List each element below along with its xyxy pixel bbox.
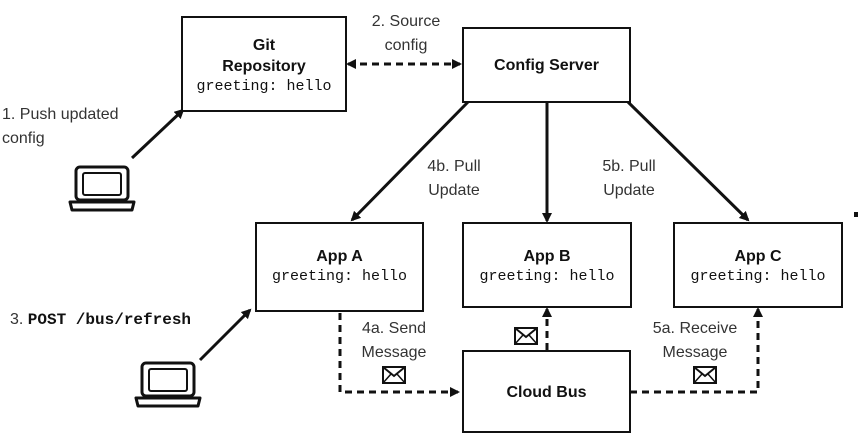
git-repository-code: greeting: hello: [196, 78, 332, 95]
step3-label-code: POST /bus/refresh: [27, 311, 192, 329]
envelope-icon: [514, 327, 538, 345]
step5b-label-line2: Update: [603, 182, 655, 199]
cloud-bus-box: Cloud Bus: [462, 350, 631, 433]
app-b-title: App B: [523, 248, 571, 265]
step5b-label: 5b. Pull Update: [583, 155, 675, 203]
app-b-code: greeting: hello: [479, 268, 615, 285]
step5a-label-line2: Message: [662, 344, 728, 361]
arrow-send-message: [338, 313, 460, 397]
step4b-label-line1: 4b. Pull: [427, 158, 481, 175]
arrow-post-refresh: [198, 308, 252, 362]
arrow-pull-update-app-a: [350, 100, 470, 222]
laptop-icon: [68, 165, 136, 212]
app-c-code: greeting: hello: [690, 268, 826, 285]
step4b-label-line2: Update: [428, 182, 480, 199]
edge-mark: [854, 212, 858, 217]
app-a-title: App A: [316, 248, 363, 265]
step3-label-prefix: 3.: [10, 311, 28, 328]
step5a-label: 5a. Receive Message: [635, 317, 755, 365]
step1-label-line2: config: [2, 130, 45, 147]
step5b-label-line1: 5b. Pull: [602, 158, 656, 175]
arrow-receive-message: [630, 307, 763, 394]
step4b-label: 4b. Pull Update: [408, 155, 500, 203]
git-repository-title-line2: Repository: [222, 58, 306, 75]
step4a-label: 4a. Send Message: [344, 317, 444, 365]
arrow-pull-update-app-c: [626, 100, 750, 222]
step4a-label-line1: 4a. Send: [361, 320, 427, 337]
app-c-title: App C: [734, 248, 782, 265]
step4a-label-line2: Message: [361, 344, 427, 361]
config-server-box: Config Server: [462, 27, 631, 103]
app-b-box: App B greeting: hello: [462, 222, 632, 308]
step5a-label-line1: 5a. Receive: [652, 320, 738, 337]
git-repository-title-line1: Git: [252, 37, 276, 54]
step2-label: 2. Source config: [356, 10, 456, 58]
laptop-icon: [134, 361, 202, 408]
app-c-box: App C greeting: hello: [673, 222, 843, 308]
step1-label-line1: 1. Push updated: [2, 106, 119, 123]
step1-label: 1. Push updated config: [2, 103, 119, 151]
step2-label-line2: config: [384, 37, 428, 54]
envelope-icon: [382, 366, 406, 384]
git-repository-box: Git Repository greeting: hello: [181, 16, 347, 112]
arrow-push-to-git: [130, 108, 185, 160]
envelope-icon: [693, 366, 717, 384]
config-server-title: Config Server: [494, 57, 599, 74]
cloud-bus-title: Cloud Bus: [506, 384, 587, 401]
step3-label: 3. POST /bus/refresh: [10, 308, 191, 332]
app-a-box: App A greeting: hello: [255, 222, 424, 312]
step2-label-line1: 2. Source: [371, 13, 441, 30]
app-a-code: greeting: hello: [271, 268, 408, 285]
